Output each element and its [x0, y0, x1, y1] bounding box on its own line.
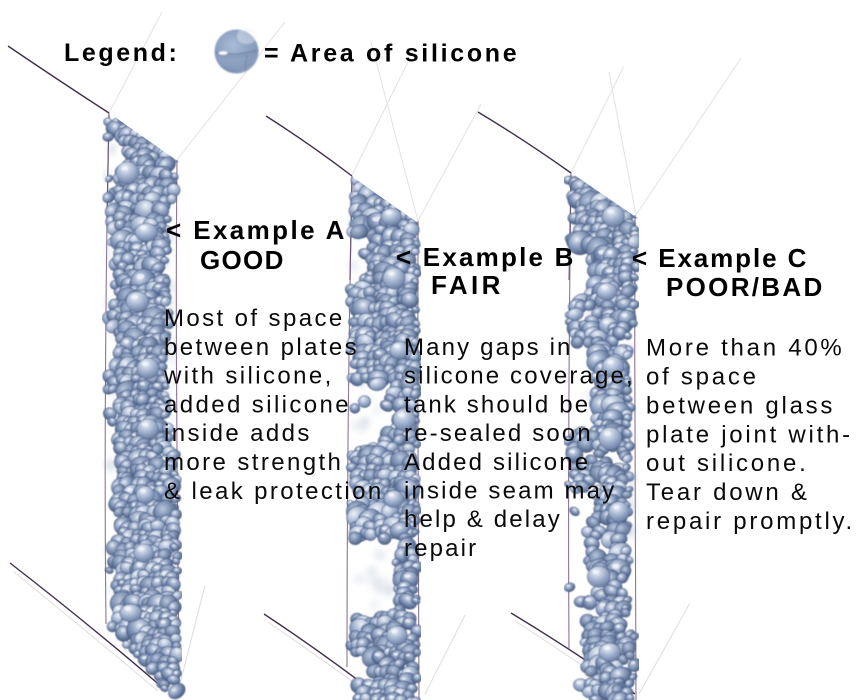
svg-text:between glass: between glass: [646, 392, 835, 419]
svg-text:re-sealed soon: re-sealed soon: [404, 420, 593, 447]
svg-text:< Example C: < Example C: [632, 243, 808, 273]
svg-text:POOR/BAD: POOR/BAD: [666, 272, 825, 302]
svg-text:Added silicone: Added silicone: [404, 449, 590, 476]
svg-text:Legend:: Legend:: [64, 39, 179, 67]
svg-text:More than 40%: More than 40%: [646, 335, 845, 362]
svg-text:inside seam may: inside seam may: [404, 478, 616, 505]
svg-text:< Example B: < Example B: [396, 242, 576, 272]
svg-text:= Area of silicone: = Area of silicone: [264, 40, 519, 68]
svg-text:repair promptly.: repair promptly.: [646, 508, 855, 535]
svg-text:< Example A: < Example A: [166, 215, 347, 245]
svg-text:silicone coverage,: silicone coverage,: [404, 363, 635, 390]
svg-text:FAIR: FAIR: [431, 270, 504, 300]
svg-text:between plates: between plates: [164, 334, 359, 361]
svg-text:Tear down &: Tear down &: [646, 479, 810, 506]
svg-text:& leak protection: & leak protection: [164, 478, 384, 505]
svg-text:Most of space: Most of space: [164, 305, 345, 332]
svg-text:out silicone.: out silicone.: [646, 450, 809, 477]
svg-text:tank should be: tank should be: [404, 391, 590, 418]
svg-text:help & delay: help & delay: [404, 506, 562, 533]
svg-text:added silicone: added silicone: [164, 391, 351, 418]
svg-text:with silicone,: with silicone,: [163, 363, 334, 390]
svg-text:plate joint with-: plate joint with-: [646, 421, 853, 448]
svg-text:more strength: more strength: [164, 449, 343, 476]
svg-text:inside adds: inside adds: [164, 420, 312, 447]
svg-text:repair: repair: [404, 535, 478, 562]
svg-text:Many gaps in: Many gaps in: [404, 334, 573, 361]
svg-text:GOOD: GOOD: [200, 245, 285, 275]
svg-text:of space: of space: [646, 364, 759, 391]
